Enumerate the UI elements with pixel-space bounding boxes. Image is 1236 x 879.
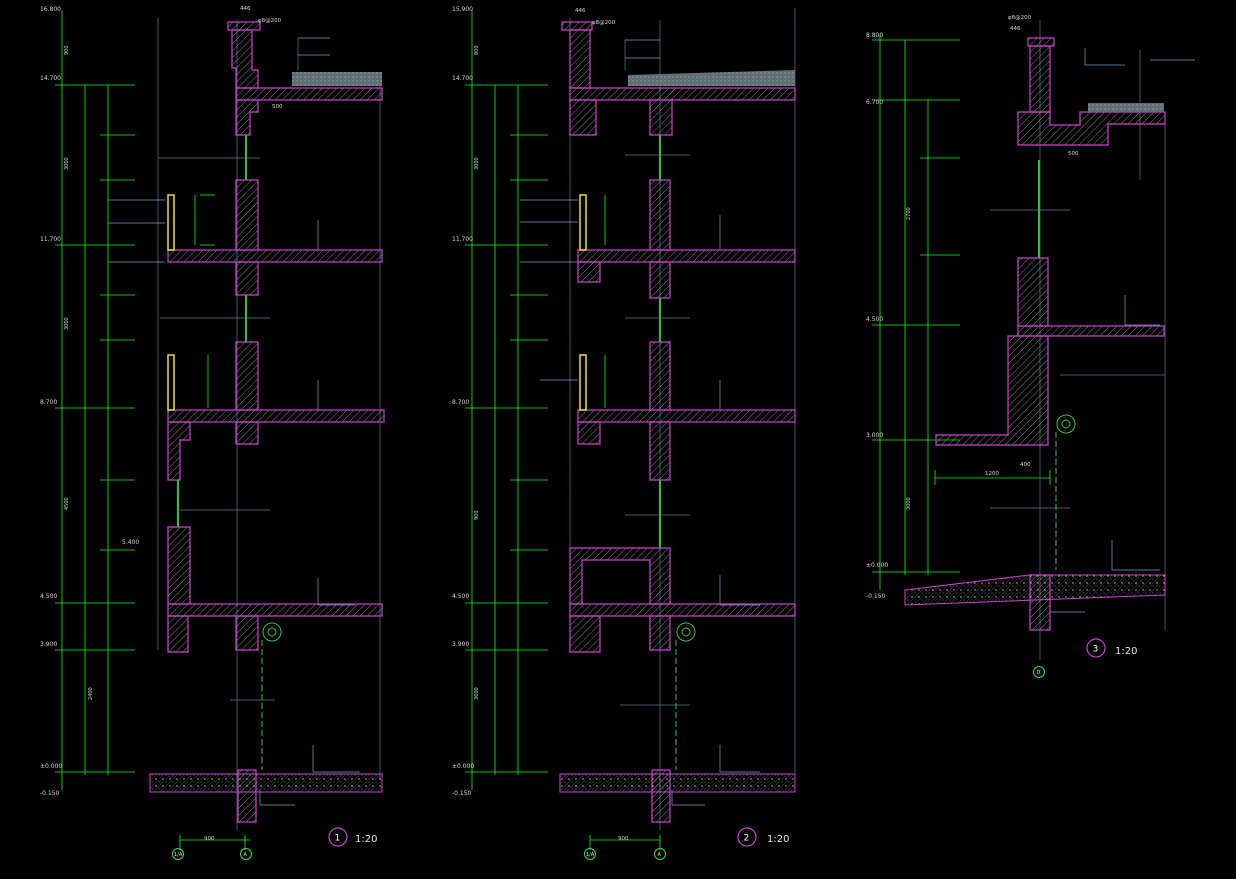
elevation-label: 16.800 <box>40 6 61 13</box>
axis-label: A <box>244 852 248 858</box>
axis-label: D <box>1037 670 1041 676</box>
section-1-roof-layer <box>292 72 382 86</box>
dim-text: 3000 <box>906 497 912 510</box>
section-1-labels: 16.800 14.700 11.700 8.700 5.400 4.500 3… <box>40 6 283 842</box>
dim-text: 3000 <box>474 157 480 170</box>
section-2-walls <box>561 21 796 823</box>
section-1-dimension-lines <box>55 10 250 850</box>
dim-text: 4500 <box>64 497 70 510</box>
elevation-label: 4.500 <box>866 316 883 323</box>
axis-dimension: 900 <box>204 836 215 842</box>
elevation-label: 8.700 <box>452 399 469 406</box>
section-number-circle <box>1086 638 1106 658</box>
top-dimension: 446 <box>575 8 586 14</box>
section-2-title: 2 1:20 <box>737 827 789 847</box>
section-1-drainpipe <box>261 622 282 770</box>
dim-text: 900 <box>474 510 480 520</box>
top-dimension: 446 <box>240 6 251 12</box>
rebar-note: φ8@200 <box>592 20 616 26</box>
section-number-circle <box>737 827 757 847</box>
rebar-note: φ8@200 <box>1008 15 1032 21</box>
elevation-label: 3.900 <box>40 641 57 648</box>
top-dimension: 446 <box>1010 26 1021 32</box>
elevation-label: 4.500 <box>40 593 57 600</box>
elevation-label: 11.700 <box>40 236 61 243</box>
elevation-label: 11.700 <box>452 236 473 243</box>
section-number: 3 <box>1093 645 1099 655</box>
axis-bubble <box>172 848 184 860</box>
axis-bubbles <box>172 666 1045 860</box>
elevation-label: ±0.000 <box>40 763 62 770</box>
dim-text: 2700 <box>906 207 912 220</box>
slab-dimension: 500 <box>1068 151 1079 157</box>
axis-label: 1/A <box>586 852 595 858</box>
section-1-windows <box>177 135 247 527</box>
elevation-label: 14.700 <box>452 75 473 82</box>
slab-dimension: 500 <box>272 104 283 110</box>
section-scale: 1:20 <box>355 834 377 845</box>
section-3-roof-layer <box>1088 103 1164 112</box>
section-1-railings <box>167 194 175 411</box>
elevation-label: 3.900 <box>452 641 469 648</box>
elevation-label: 15.900 <box>452 6 473 13</box>
dim-text: 2400 <box>88 687 94 700</box>
section-1-title: 1 1:20 <box>328 827 377 847</box>
section-1-gridlines <box>157 18 381 830</box>
elevation-label: 8.700 <box>40 399 57 406</box>
section-scale: 1:20 <box>1115 646 1137 657</box>
axis-bubble <box>1033 666 1045 678</box>
section-number: 2 <box>744 834 750 844</box>
section-3-labels: 8.800 6.700 4.500 3.000 ±0.000 -0.150 44… <box>866 15 1079 600</box>
dim-text: 800 <box>474 45 480 55</box>
section-1-walls <box>167 21 385 823</box>
section-1-ground <box>149 773 383 793</box>
section-2-drainpipe <box>675 622 696 770</box>
vertical-dimension-text: 900 3000 3000 4500 2400 800 3000 900 360… <box>64 45 912 700</box>
section-number: 1 <box>335 834 341 844</box>
section-2-ground <box>559 773 796 793</box>
section-2-labels: 15.900 14.700 11.700 8.700 4.500 3.900 ±… <box>452 6 629 842</box>
section-3-dimension-lines <box>872 35 1051 590</box>
elevation-label: ±0.000 <box>866 562 888 569</box>
elevation-label: 3.000 <box>866 432 883 439</box>
section-2-dimension-lines <box>465 10 661 850</box>
dim-text: 3000 <box>64 317 70 330</box>
axis-bubble <box>240 848 252 860</box>
section-1 <box>55 10 385 850</box>
section-2 <box>465 8 796 850</box>
section-2-railings <box>579 194 587 411</box>
section-3-walls <box>935 37 1166 631</box>
elevation-label: -0.150 <box>452 790 472 797</box>
axis-bubble <box>584 848 596 860</box>
elevation-label: 14.700 <box>40 75 61 82</box>
elevation-label: -0.150 <box>40 790 60 797</box>
section-3-title: 3 1:20 <box>1086 638 1137 658</box>
step-dimension: 400 <box>1020 462 1031 468</box>
axis-labels: 1/A A 1/A A D <box>174 670 1041 858</box>
dim-text: 900 <box>64 45 70 55</box>
section-number-circle <box>328 827 348 847</box>
axis-bubble <box>654 848 666 860</box>
elevation-label: ±0.000 <box>452 763 474 770</box>
axis-label: 1/A <box>174 852 183 858</box>
dim-text: 3000 <box>64 157 70 170</box>
axis-label: A <box>658 852 662 858</box>
section-3 <box>872 20 1195 660</box>
section-2-roof-layer <box>628 70 795 86</box>
section-3-drainpipe <box>1055 414 1076 570</box>
elevation-label: -0.150 <box>866 593 886 600</box>
section-scale: 1:20 <box>767 834 789 845</box>
section-3-ground <box>904 574 1166 606</box>
elevation-label: 6.700 <box>866 99 883 106</box>
axis-dimension: 900 <box>618 836 629 842</box>
rebar-note: φ8@200 <box>258 18 282 24</box>
step-dimension: 1200 <box>985 471 999 477</box>
elevation-label: 5.400 <box>122 539 139 546</box>
elevation-label: 4.500 <box>452 593 469 600</box>
elevation-label: 8.800 <box>866 32 883 39</box>
dim-text: 3600 <box>474 687 480 700</box>
